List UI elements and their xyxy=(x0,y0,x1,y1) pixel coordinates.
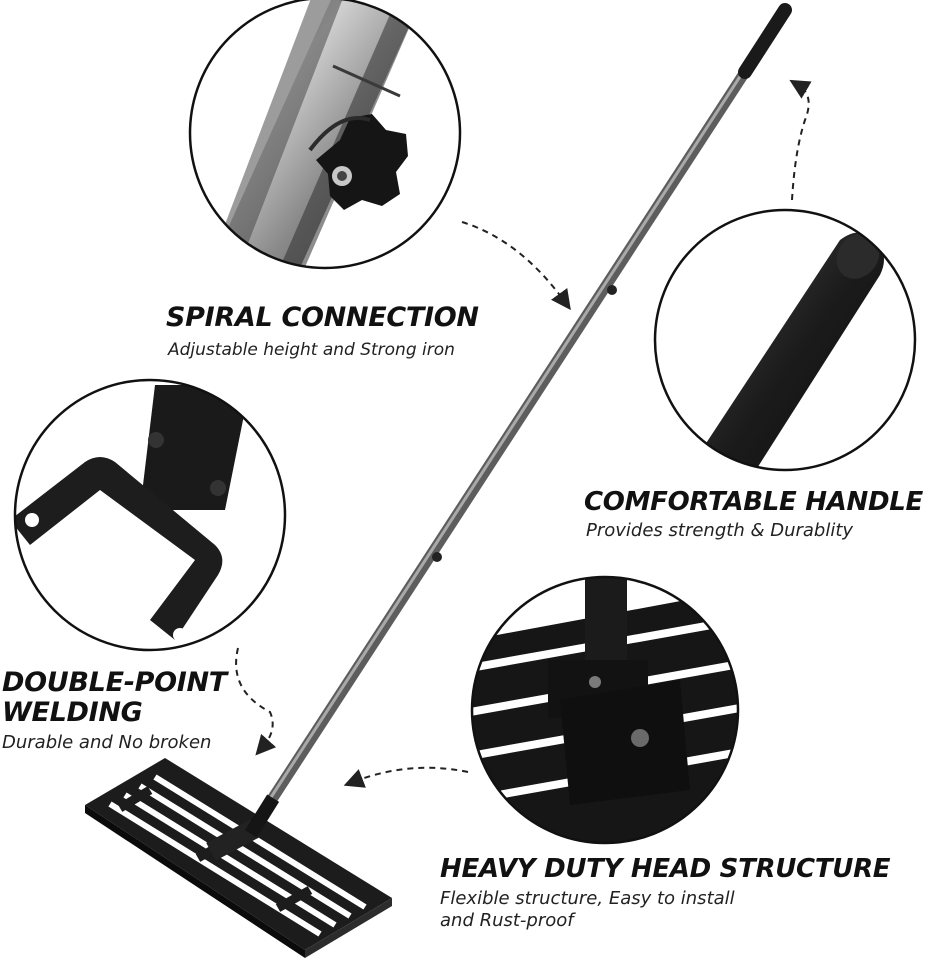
heavy-duty-head-subtitle: Flexible structure, Easy to install and … xyxy=(440,888,860,932)
double-point-welding-title: DOUBLE-POINT WELDING xyxy=(2,668,302,728)
comfortable-handle-subtitle: Provides strength & Durablity xyxy=(586,520,854,541)
heavy-duty-head-title: HEAVY DUTY HEAD STRUCTURE xyxy=(440,854,891,884)
spiral-connection-subtitle: Adjustable height and Strong iron xyxy=(168,340,455,360)
callout-arrows xyxy=(235,79,812,788)
welding-title-line-1: DOUBLE-POINT xyxy=(2,667,227,698)
comfortable-handle-title: COMFORTABLE HANDLE xyxy=(584,487,923,517)
rake-pole xyxy=(259,3,792,816)
rake-head xyxy=(85,758,392,958)
handle-detail xyxy=(653,208,917,472)
spiral-connection-detail xyxy=(188,0,462,270)
spiral-connection-title: SPIRAL CONNECTION xyxy=(166,302,479,333)
double-point-welding-subtitle: Durable and No broken xyxy=(2,732,212,753)
welding-detail xyxy=(13,378,287,652)
head-subtitle-line-2: and Rust-proof xyxy=(440,910,574,931)
head-structure-detail xyxy=(470,575,740,845)
welding-title-line-2: WELDING xyxy=(2,697,143,728)
head-subtitle-line-1: Flexible structure, Easy to install xyxy=(440,888,735,909)
